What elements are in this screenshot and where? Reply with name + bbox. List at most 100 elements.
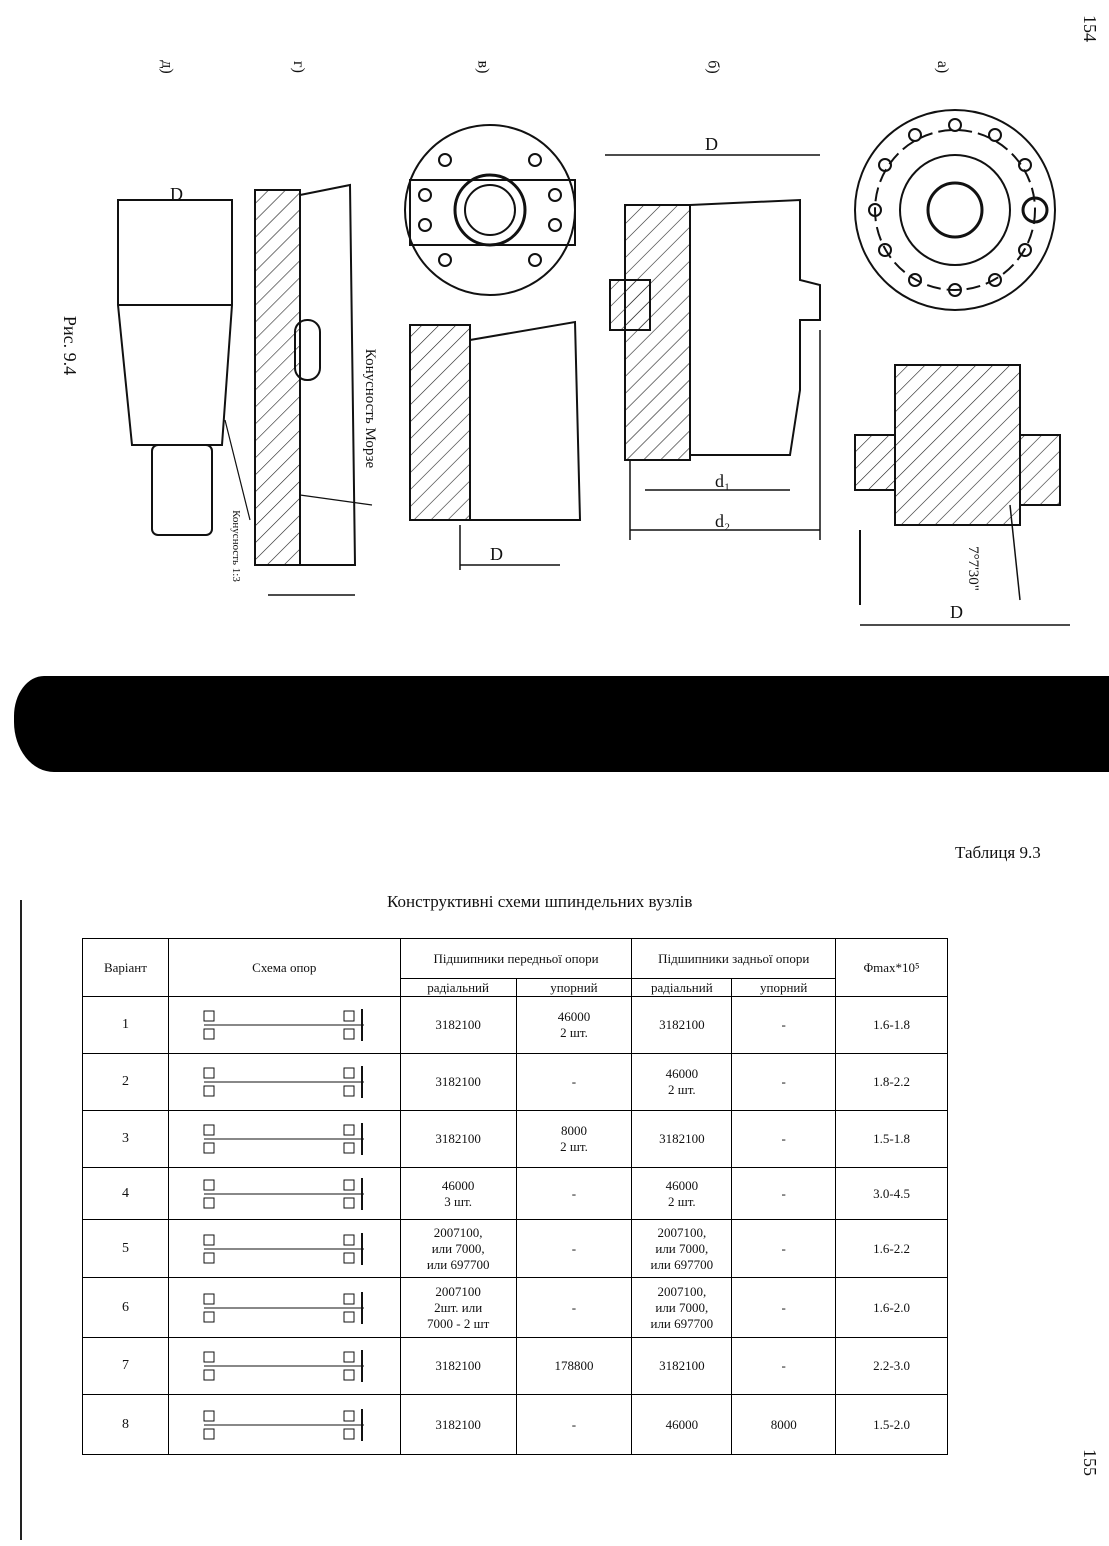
cell-rear-thrust: -: [731, 996, 837, 1054]
cell-front-thrust: -: [515, 1167, 633, 1220]
page-number-bottom: 155: [1080, 1449, 1100, 1476]
angle-label: 7°7'30": [964, 546, 981, 591]
cone-morse-label: Конусность Морзе: [362, 348, 379, 469]
cell-rear-radial: 3182100: [631, 1337, 733, 1395]
figure-9-4: D D D D d₁ d₂ а) б) в) г) д) Рис. 9.4 Ко…: [0, 0, 1109, 660]
bearing-scheme-diagram: [167, 1219, 401, 1278]
svg-text:D: D: [705, 134, 718, 154]
cell-front-thrust: 178800: [515, 1337, 633, 1395]
fig-label-v: в): [474, 60, 492, 74]
fig-label-d: д): [158, 60, 176, 74]
cell-front-thrust: -: [515, 1219, 633, 1278]
svg-text:D: D: [950, 602, 963, 622]
scan-artifact-band: [14, 676, 1109, 772]
cell-phi: 1.6-1.8: [835, 996, 948, 1054]
bearing-scheme-diagram: [167, 996, 401, 1054]
cell-rear-radial: 46000: [631, 1394, 733, 1455]
bearing-scheme-diagram: [167, 1394, 401, 1455]
bearing-scheme-icon: [203, 1350, 365, 1382]
cell-rear-thrust: 8000: [731, 1394, 837, 1455]
bearing-scheme-icon: [203, 1408, 365, 1441]
technical-drawing: D D D D d₁ d₂: [117, 109, 1070, 626]
bearing-scheme-icon: [203, 1232, 365, 1265]
page-edge-line: [20, 900, 22, 1540]
cell-front-thrust: -: [515, 1394, 633, 1455]
bearing-scheme-diagram: [167, 1167, 401, 1220]
table-row: 5 2007100, или 7000, или 697700-2007100, …: [82, 1219, 948, 1278]
cell-variant: 3: [82, 1110, 169, 1168]
cell-front-radial: 3182100: [399, 1053, 517, 1111]
cell-phi: 1.6-2.2: [835, 1219, 948, 1278]
cell-rear-radial: 2007100, или 7000, или 697700: [631, 1277, 733, 1338]
header-front-thrust: упорний: [515, 978, 633, 997]
fig-label-b: б): [704, 60, 722, 74]
bearing-scheme-diagram: [167, 1277, 401, 1338]
table-title: Конструктивні схеми шпиндельних вузлів: [387, 892, 693, 911]
table-number: Таблиця 9.3: [955, 843, 1041, 862]
header-front: Підшипники передньої опори: [399, 938, 633, 979]
cell-rear-thrust: -: [731, 1110, 837, 1168]
svg-text:d₂: d₂: [715, 511, 730, 531]
cell-variant: 1: [82, 996, 169, 1054]
bearing-scheme-icon: [203, 1066, 365, 1098]
cell-front-radial: 2007100, или 7000, или 697700: [399, 1219, 517, 1278]
cell-rear-radial: 46000 2 шт.: [631, 1053, 733, 1111]
cell-rear-thrust: -: [731, 1277, 837, 1338]
cell-phi: 1.6-2.0: [835, 1277, 948, 1338]
cell-front-radial: 2007100 2шт. или 7000 - 2 шт: [399, 1277, 517, 1338]
cell-front-thrust: -: [515, 1053, 633, 1111]
bearing-scheme-icon: [203, 1177, 365, 1210]
cell-rear-thrust: -: [731, 1337, 837, 1395]
svg-text:d₁: d₁: [715, 471, 730, 491]
cone-small-label: Конусность 1:3: [229, 510, 242, 582]
cell-variant: 2: [82, 1053, 169, 1111]
header-front-radial: радіальний: [399, 978, 517, 997]
cell-rear-radial: 2007100, или 7000, или 697700: [631, 1219, 733, 1278]
cell-front-radial: 3182100: [399, 1110, 517, 1168]
cell-front-thrust: 46000 2 шт.: [515, 996, 633, 1054]
header-variant: Варіант: [82, 938, 169, 997]
cell-rear-radial: 46000 2 шт.: [631, 1167, 733, 1220]
cell-rear-thrust: -: [731, 1053, 837, 1111]
cell-front-thrust: -: [515, 1277, 633, 1338]
header-rear-thrust: упорний: [731, 978, 837, 997]
header-scheme: Схема опор: [167, 938, 401, 997]
bearing-scheme-icon: [203, 1123, 365, 1155]
header-rear: Підшипники задньої опори: [631, 938, 837, 979]
bearing-scheme-icon: [203, 1009, 365, 1041]
cell-front-radial: 3182100: [399, 1394, 517, 1455]
bearing-scheme-diagram: [167, 1110, 401, 1168]
fig-label-a: а): [934, 60, 952, 74]
cell-variant: 8: [82, 1394, 169, 1455]
cell-variant: 4: [82, 1167, 169, 1220]
cell-front-radial: 3182100: [399, 1337, 517, 1395]
header-rear-radial: радіальний: [631, 978, 733, 997]
cell-variant: 5: [82, 1219, 169, 1278]
bearing-scheme-diagram: [167, 1053, 401, 1111]
bearing-scheme-icon: [203, 1291, 365, 1324]
cell-front-radial: 46000 3 шт.: [399, 1167, 517, 1220]
cell-front-radial: 3182100: [399, 996, 517, 1054]
svg-text:D: D: [490, 544, 503, 564]
bearing-scheme-diagram: [167, 1337, 401, 1395]
cell-front-thrust: 8000 2 шт.: [515, 1110, 633, 1168]
cell-phi: 3.0-4.5: [835, 1167, 948, 1220]
cell-rear-thrust: -: [731, 1167, 837, 1220]
fig-label-g: г): [289, 61, 307, 73]
cell-variant: 6: [82, 1277, 169, 1338]
cell-rear-radial: 3182100: [631, 1110, 733, 1168]
cell-phi: 2.2-3.0: [835, 1337, 948, 1395]
spindle-schemes-table: Варіант Схема опор Підшипники передньої …: [82, 938, 948, 1455]
cell-variant: 7: [82, 1337, 169, 1395]
cell-phi: 1.5-2.0: [835, 1394, 948, 1455]
cell-phi: 1.5-1.8: [835, 1110, 948, 1168]
header-phi: Φmax*10⁵: [835, 938, 948, 997]
fig-caption: Рис. 9.4: [60, 315, 81, 376]
